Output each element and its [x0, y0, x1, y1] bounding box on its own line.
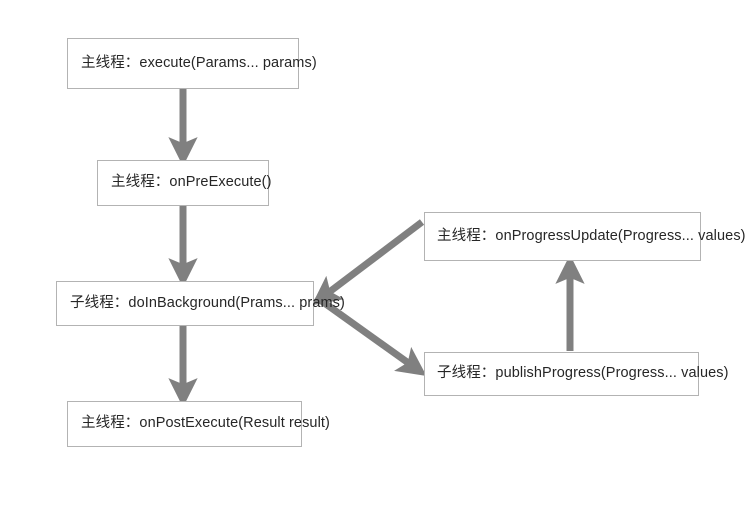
node-publish-progress-label: 子线程：publishProgress(Progress... values) — [437, 365, 729, 382]
node-do-in-background[interactable]: 子线程：doInBackground(Prams... prams) — [56, 281, 345, 326]
node-on-post-execute[interactable]: 主线程：onPostExecute(Result result) — [67, 401, 330, 447]
node-do-in-background-label: 子线程：doInBackground(Prams... prams) — [70, 294, 345, 311]
node-publish-progress[interactable]: 子线程：publishProgress(Progress... values) — [424, 352, 728, 396]
node-on-pre-execute[interactable]: 主线程：onPreExecute() — [97, 160, 272, 206]
node-on-progress-update[interactable]: 主线程：onProgressUpdate(Progress... values) — [424, 212, 746, 261]
node-on-progress-update-label: 主线程：onProgressUpdate(Progress... values) — [437, 227, 746, 244]
node-on-post-execute-label: 主线程：onPostExecute(Result result) — [81, 415, 330, 432]
edge-progressupdate-to-dobackground — [311, 219, 425, 306]
node-on-pre-execute-label: 主线程：onPreExecute() — [111, 174, 272, 191]
node-execute-label: 主线程：execute(Params... params) — [81, 54, 317, 71]
node-execute[interactable]: 主线程：execute(Params... params) — [67, 38, 317, 89]
